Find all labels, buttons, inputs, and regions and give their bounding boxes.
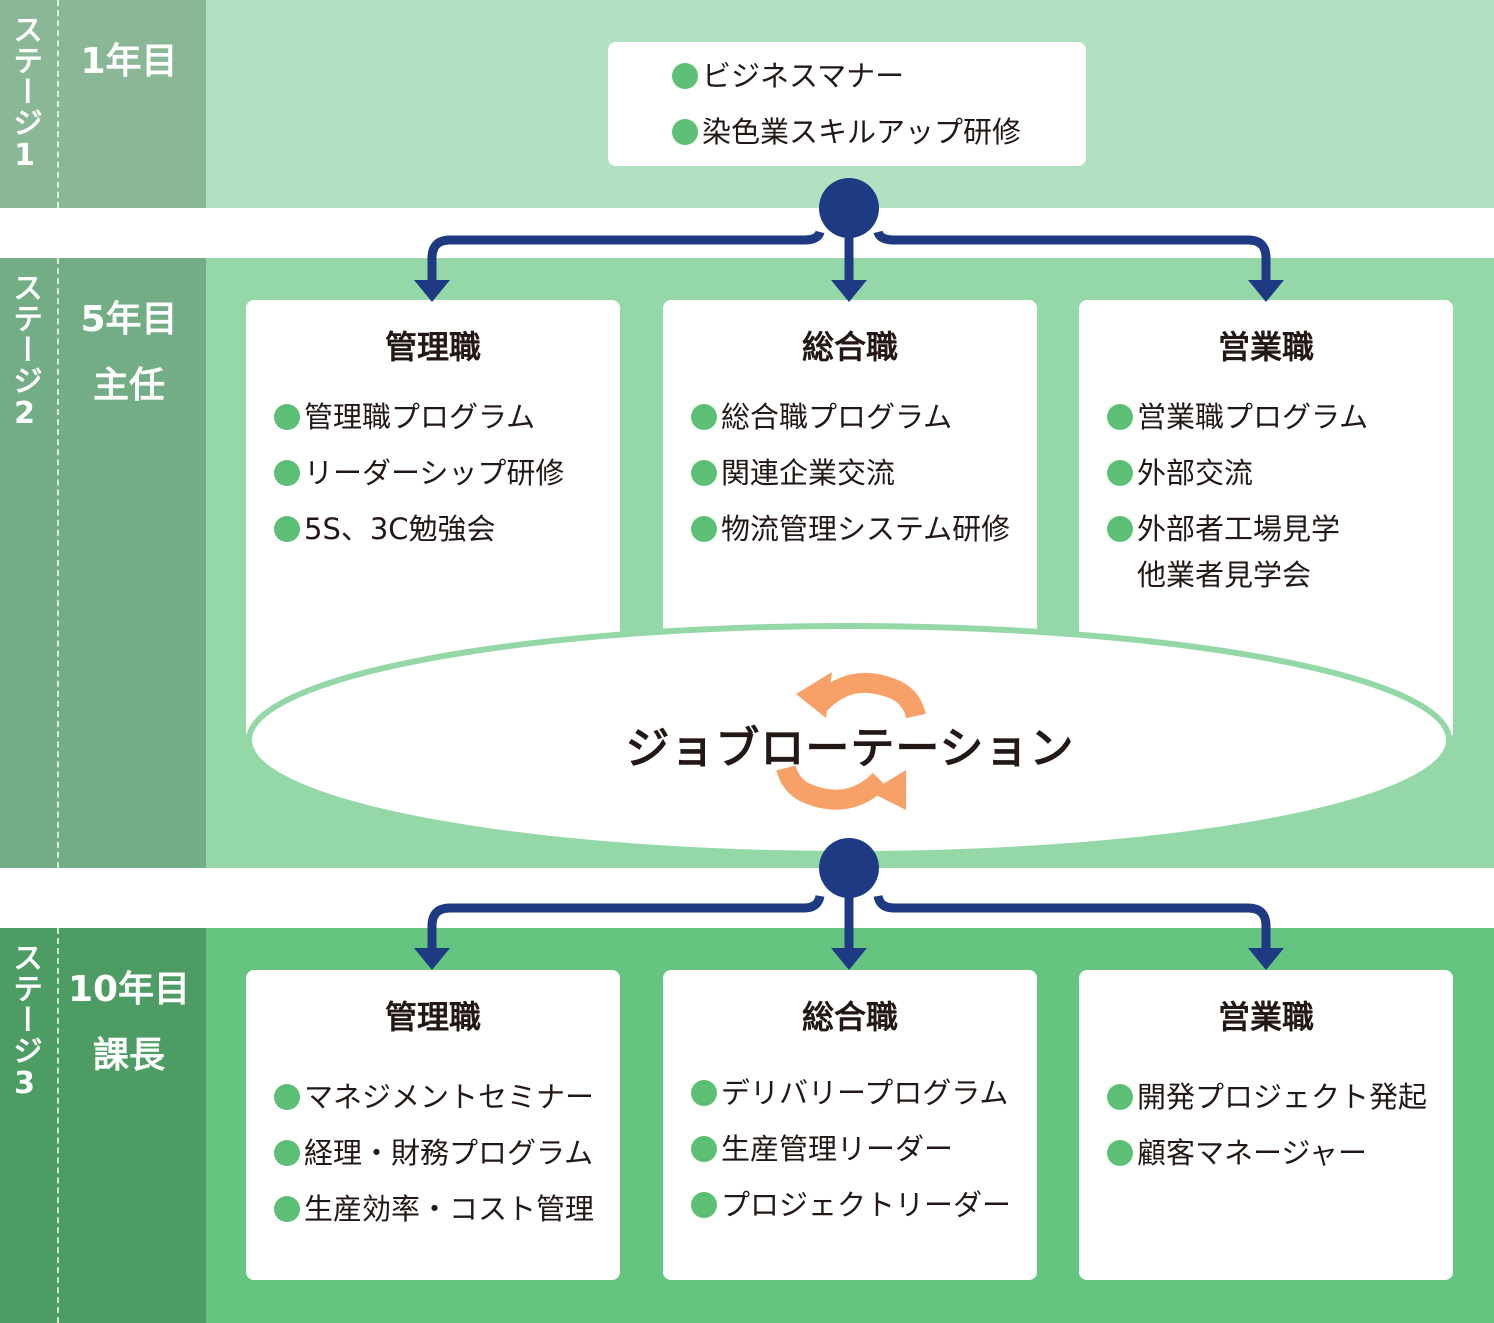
list-item: デリバリープログラム — [691, 1076, 1029, 1110]
rotation-arrowhead — [796, 672, 832, 718]
list-item: 営業職プログラム — [1107, 400, 1445, 434]
box-title: 営業職 — [1217, 998, 1314, 1036]
arrowhead-down — [831, 948, 867, 970]
list-item: 開発プロジェクト発起 — [1107, 1080, 1445, 1114]
stage3-box-eigyo: 営業職 開発プロジェクト発起 顧客マネージャー — [1079, 970, 1453, 1280]
stage1-side: ステージ1 1年目 — [0, 0, 206, 208]
stage2-label: ステージ2 — [7, 272, 42, 432]
list-item: 外部交流 — [1107, 456, 1445, 490]
arrowhead-down — [1248, 948, 1284, 970]
stage1-label: ステージ1 — [7, 14, 42, 174]
list-item: ビジネスマナー — [672, 59, 1078, 93]
list-item: 経理・財務プログラム — [274, 1136, 612, 1170]
arrowhead-down — [1248, 280, 1284, 302]
list-item: 5S、3C勉強会 — [274, 512, 612, 546]
stage3-side: ステージ3 10年目 課長 — [0, 928, 206, 1323]
stage3-label: ステージ3 — [7, 942, 42, 1102]
stage3-divider — [57, 928, 59, 1323]
stage3-box-kanri: 管理職 マネジメントセミナー 経理・財務プログラム 生産効率・コスト管理 — [246, 970, 620, 1280]
box-title: 管理職 — [384, 998, 481, 1036]
stage2-year: 5年目 — [80, 299, 178, 340]
list-item: 生産効率・コスト管理 — [274, 1192, 612, 1226]
arrowhead-down — [414, 280, 450, 302]
box-title: 営業職 — [1217, 328, 1314, 366]
box-title: 管理職 — [384, 328, 481, 366]
stage2-box-eigyo: 営業職 営業職プログラム 外部交流 外部者工場見学 他業者見学会 — [1079, 300, 1453, 740]
list-item: 染色業スキルアップ研修 — [672, 115, 1078, 149]
list-item: 管理職プログラム — [274, 400, 612, 434]
stage2-divider — [57, 258, 59, 868]
stage3-role: 課長 — [92, 1035, 165, 1076]
arrowhead-down — [414, 948, 450, 970]
list-item: 関連企業交流 — [691, 456, 1029, 490]
connector-node — [819, 838, 879, 898]
list-item: 物流管理システム研修 — [691, 512, 1029, 546]
list-item: 外部者工場見学 他業者見学会 — [1107, 512, 1445, 592]
list-item-line1: 外部者工場見学 — [1137, 512, 1341, 546]
box-title: 総合職 — [801, 998, 898, 1036]
list-item: 顧客マネージャー — [1107, 1136, 1445, 1170]
list-item: 生産管理リーダー — [691, 1132, 1029, 1166]
connector-node — [819, 178, 879, 238]
box-title: 総合職 — [801, 328, 898, 366]
list-item-line2: 他業者見学会 — [1137, 558, 1312, 592]
stage3-year: 10年目 — [67, 969, 191, 1010]
list-item: リーダーシップ研修 — [274, 456, 612, 490]
job-rotation-label: ジョブローテーション — [625, 723, 1075, 774]
stage1-box: ビジネスマナー 染色業スキルアップ研修 — [608, 42, 1086, 166]
list-item: マネジメントセミナー — [274, 1080, 612, 1114]
stage1-year: 1年目 — [80, 41, 178, 82]
rotation-arrows-icon — [776, 672, 926, 810]
stage2-role: 主任 — [92, 365, 165, 406]
rotation-arrowhead — [870, 770, 906, 810]
stage1-divider — [57, 0, 59, 208]
list-item: 総合職プログラム — [691, 400, 1029, 434]
stage2-side: ステージ2 5年目 主任 — [0, 258, 206, 868]
stage3-box-sogo: 総合職 デリバリープログラム 生産管理リーダー プロジェクトリーダー — [663, 970, 1037, 1280]
list-item: プロジェクトリーダー — [691, 1188, 1029, 1222]
arrowhead-down — [831, 280, 867, 302]
